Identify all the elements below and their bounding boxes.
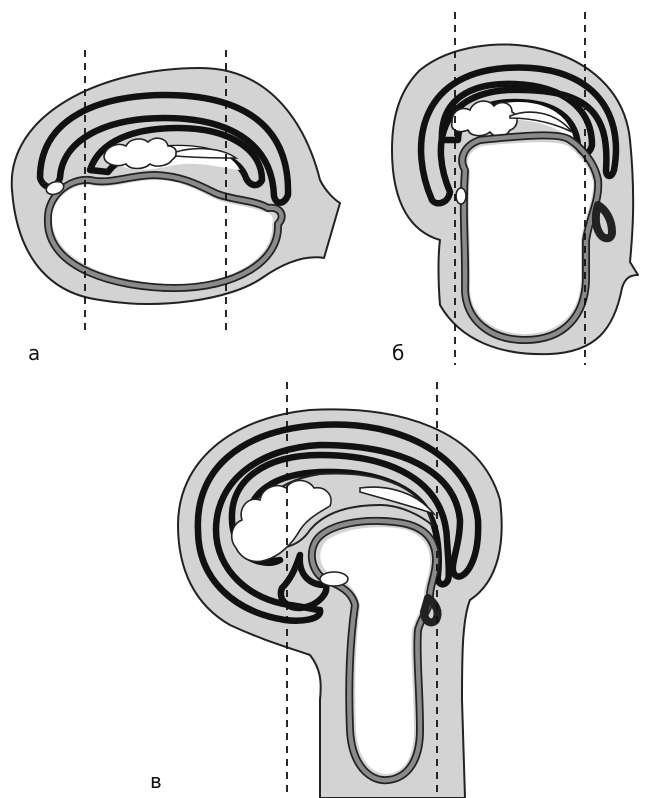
panel-b-small-cavity [456, 188, 466, 204]
panel-c: в [150, 382, 502, 798]
panel-c-small-cavity [320, 572, 348, 586]
panel-c-label: в [150, 769, 162, 793]
panel-b-label: б [392, 341, 404, 365]
panel-b: б [392, 12, 638, 365]
panel-a: а [12, 50, 340, 365]
panel-a-label: а [28, 341, 40, 365]
panel-b-central-space [468, 142, 593, 334]
